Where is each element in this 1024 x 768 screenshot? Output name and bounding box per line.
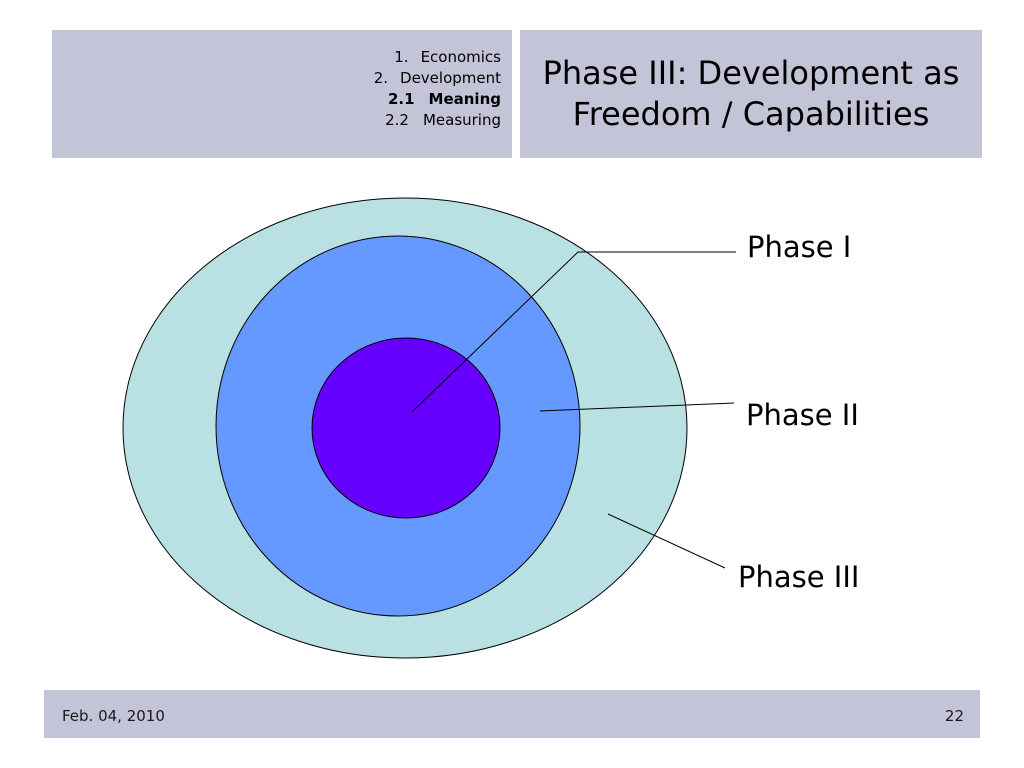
footer-date: Feb. 04, 2010 (62, 707, 165, 725)
outline-number: 2.1 (387, 90, 415, 108)
phase-3-leader-line (607, 513, 726, 569)
outline-label: Development (400, 69, 501, 87)
phase-1-leader-line (411, 251, 736, 413)
phase-2-label: Phase II (746, 398, 859, 432)
phase-2-leader-line (539, 402, 735, 412)
slide-title: Phase III: Development as Freedom / Capa… (543, 53, 960, 135)
outline-label: Economics (420, 48, 501, 66)
page-number: 22 (944, 707, 964, 725)
outline-panel: 1. Economics 2. Development 2.1 Meaning 2.2… (52, 30, 512, 158)
outline-number: 2. (373, 69, 389, 87)
slide-title-line-1: Phase III: Development as (542, 54, 960, 92)
phase-1-label: Phase I (747, 230, 852, 264)
outline-item-meaning: 2.1 Meaning (52, 89, 501, 110)
outline-item-measuring: 2.2 Measuring (52, 110, 501, 131)
outline-number: 1. (394, 48, 409, 66)
phase-1-inner-circle (311, 337, 501, 519)
outline-number: 2.2 (385, 111, 409, 129)
outline-label: Measuring (422, 111, 501, 129)
outline-item-economics: 1. Economics (52, 47, 501, 68)
phase-3-label: Phase III (738, 560, 860, 594)
title-panel: Phase III: Development as Freedom / Capa… (520, 30, 982, 158)
slide-title-line-2: Freedom / Capabilities (572, 95, 930, 133)
footer-bar: Feb. 04, 2010 22 (44, 690, 980, 738)
outline-label: Meaning (428, 90, 501, 108)
outline-item-development: 2. Development (52, 68, 501, 89)
